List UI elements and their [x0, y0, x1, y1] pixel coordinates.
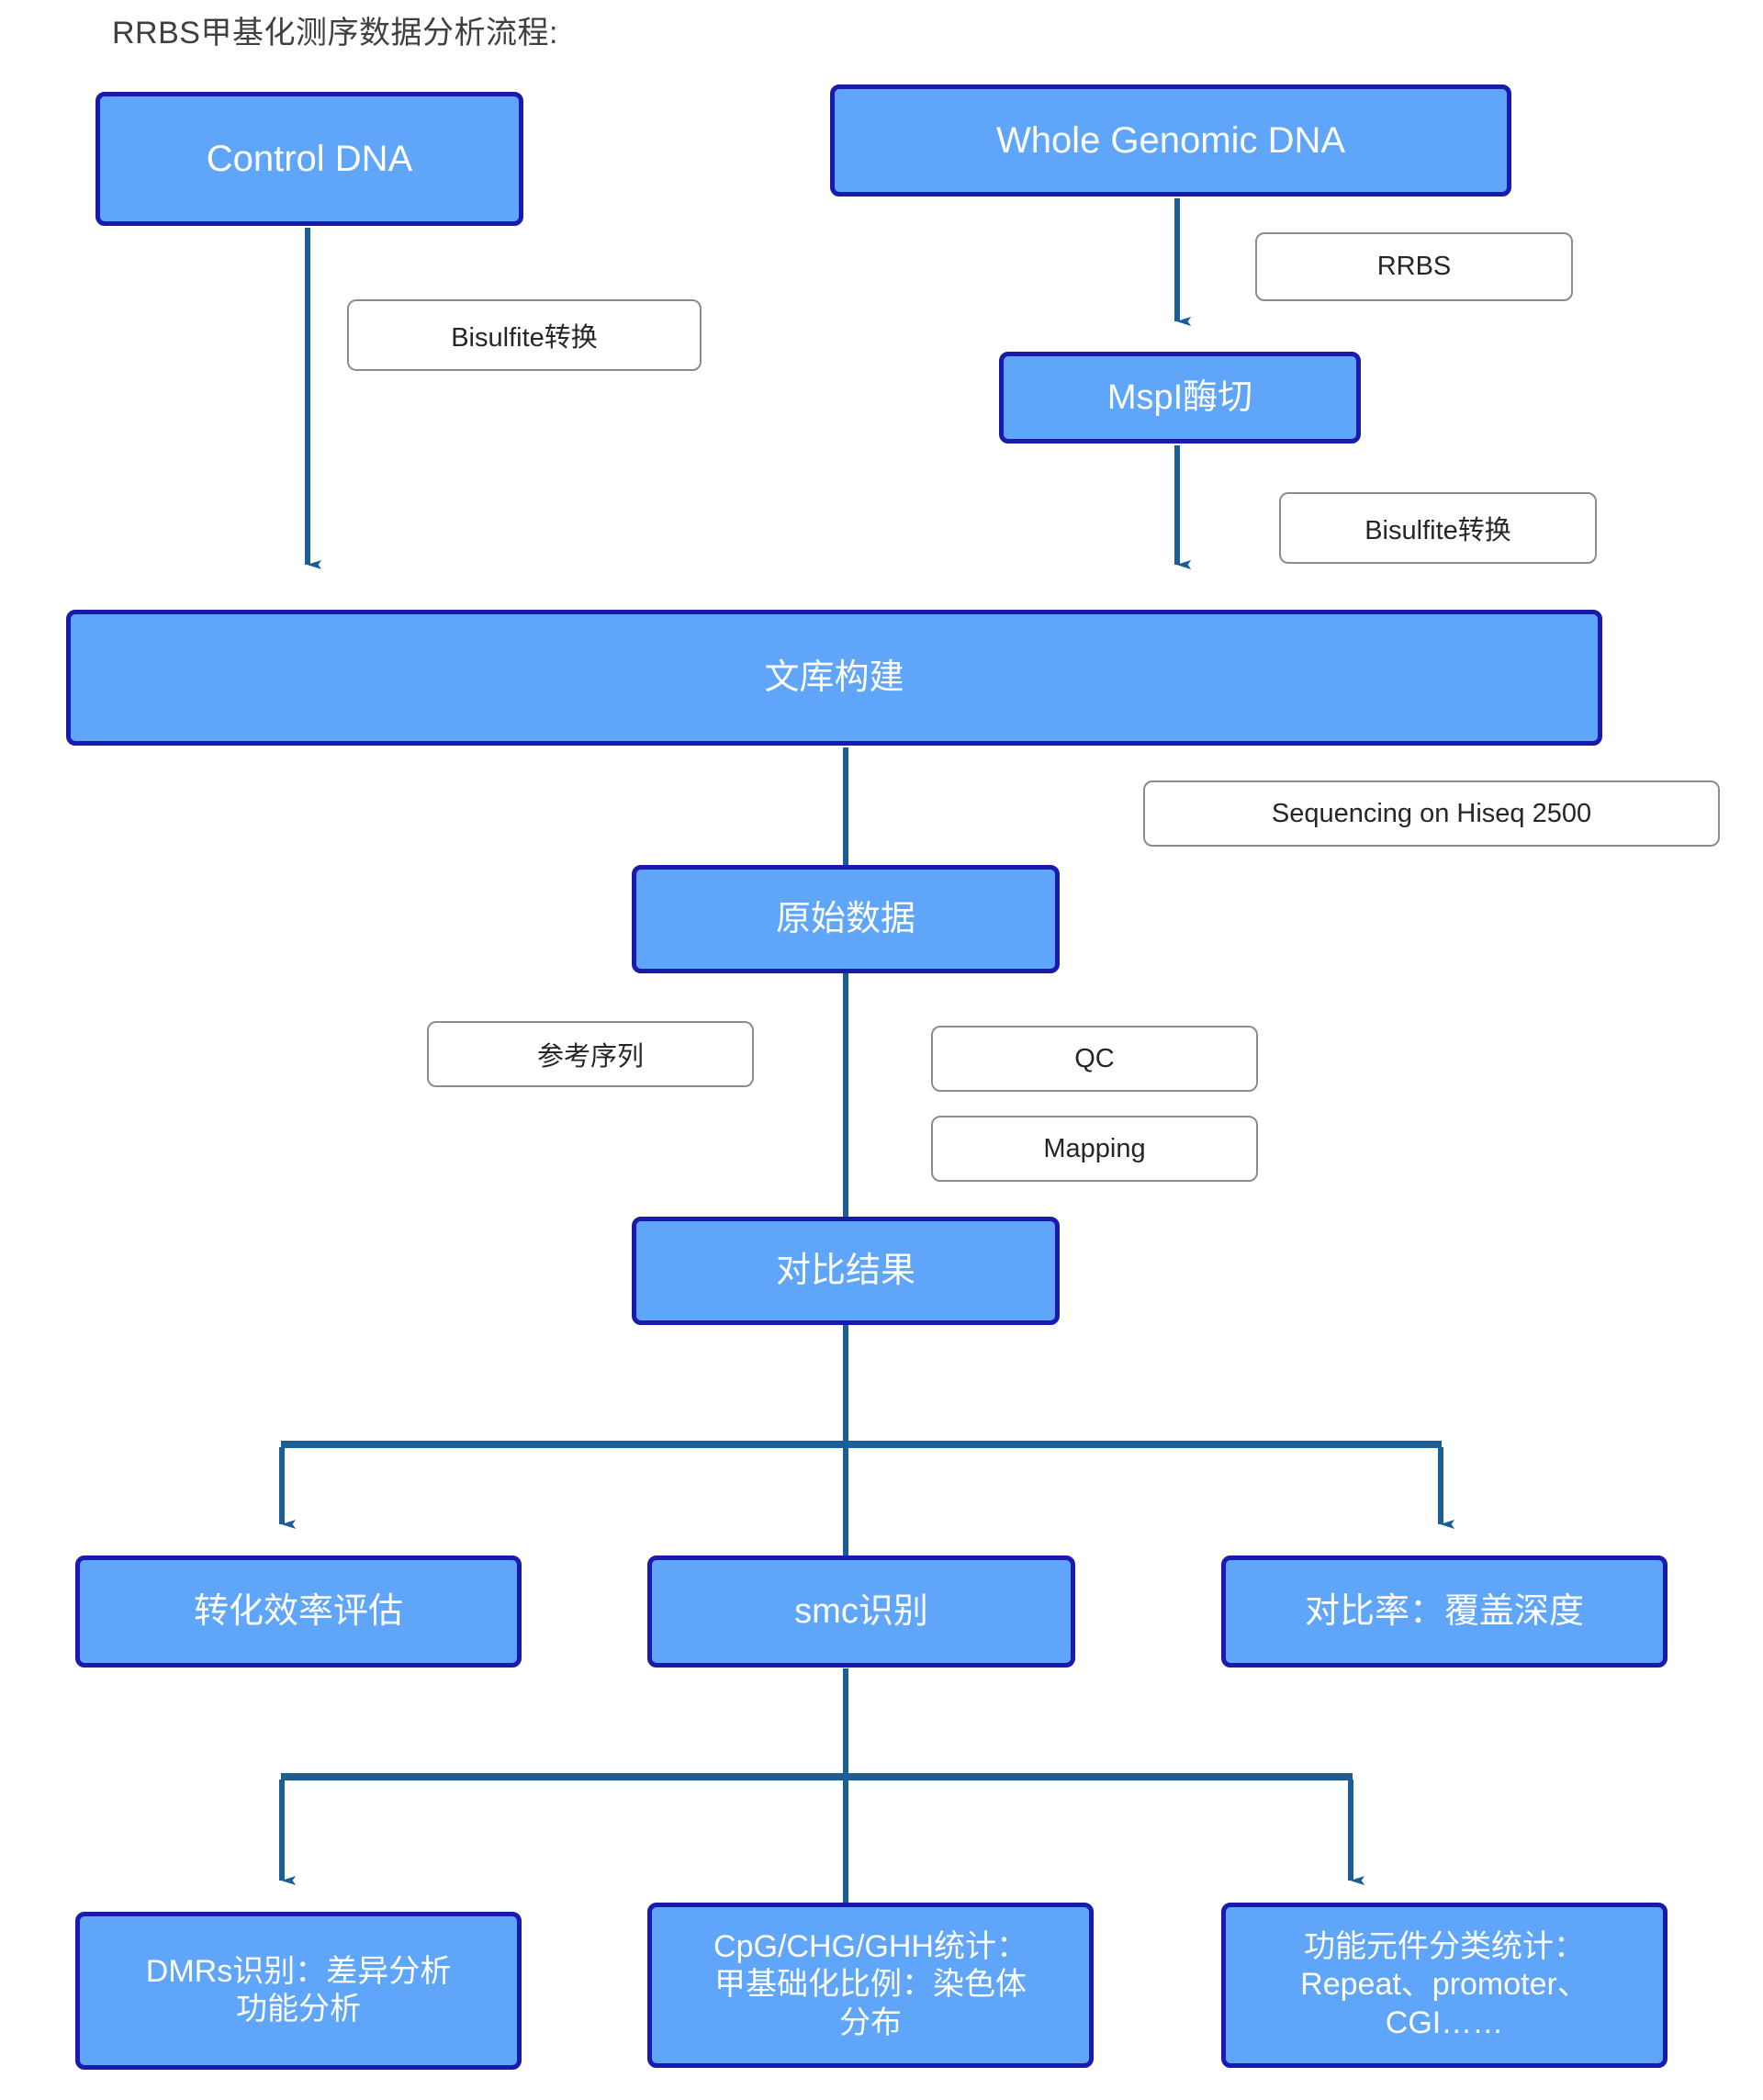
node-smc-identification[interactable]: smc识别 — [647, 1555, 1075, 1668]
label-qc: QC — [931, 1026, 1258, 1092]
node-raw-data[interactable]: 原始数据 — [632, 865, 1060, 973]
node-library-construction[interactable]: 文库构建 — [66, 610, 1602, 746]
label-text: Mapping — [1043, 1133, 1146, 1163]
label-text: Bisulfite转换 — [1364, 516, 1511, 545]
node-mapping-rate-depth[interactable]: 对比率：覆盖深度 — [1221, 1555, 1668, 1668]
node-label: 文库构建 — [764, 657, 904, 697]
label-reference-sequence: 参考序列 — [427, 1021, 754, 1087]
label-sequencing-hiseq: Sequencing on Hiseq 2500 — [1143, 780, 1720, 847]
node-label-line: CGI…… — [1385, 2005, 1504, 2040]
node-label-line: DMRs识别：差异分析 — [145, 1953, 452, 1989]
node-label-line: 功能元件分类统计： — [1304, 1928, 1585, 1964]
node-label: 原始数据 — [775, 899, 915, 938]
node-label: 对比率：覆盖深度 — [1304, 1591, 1584, 1631]
node-label-stack: 功能元件分类统计： Repeat、promoter、 CGI…… — [1300, 1928, 1589, 2042]
node-label-line: CpG/CHG/GHH统计： — [713, 1928, 1027, 1964]
node-cpg-chg-ghh-stats[interactable]: CpG/CHG/GHH统计： 甲基础化比例：染色体 分布 — [647, 1903, 1094, 2068]
label-rrbs: RRBS — [1255, 232, 1573, 301]
node-functional-element-stats[interactable]: 功能元件分类统计： Repeat、promoter、 CGI…… — [1221, 1903, 1668, 2068]
node-dmrs-identification[interactable]: DMRs识别：差异分析 功能分析 — [75, 1912, 522, 2070]
node-label: 转化效率评估 — [193, 1591, 403, 1631]
label-text: QC — [1074, 1043, 1115, 1073]
node-conversion-efficiency[interactable]: 转化效率评估 — [75, 1555, 522, 1668]
node-label: Control DNA — [206, 138, 413, 179]
label-bisulfite-conversion-left: Bisulfite转换 — [347, 299, 702, 371]
node-label-line: 功能分析 — [236, 1992, 361, 2027]
node-label: smc识别 — [794, 1591, 928, 1631]
label-text: 参考序列 — [536, 1042, 644, 1072]
node-label-line: 分布 — [838, 2005, 902, 2040]
label-bisulfite-conversion-right: Bisulfite转换 — [1279, 492, 1597, 564]
label-text: Bisulfite转换 — [451, 323, 598, 353]
label-mapping: Mapping — [931, 1116, 1258, 1182]
node-label-line: Repeat、promoter、 — [1300, 1967, 1589, 2003]
node-alignment-result[interactable]: 对比结果 — [632, 1217, 1060, 1325]
label-text: RRBS — [1376, 252, 1452, 281]
page-title: RRBS甲基化测序数据分析流程: — [112, 16, 558, 51]
node-control-dna[interactable]: Control DNA — [95, 92, 523, 226]
label-text: Sequencing on Hiseq 2500 — [1271, 798, 1592, 828]
node-label-stack: DMRs识别：差异分析 功能分析 — [146, 1953, 451, 2029]
node-label: 对比结果 — [775, 1251, 915, 1290]
node-label-line: 甲基础化比例：染色体 — [713, 1967, 1027, 2003]
node-whole-genomic-dna[interactable]: Whole Genomic DNA — [830, 84, 1511, 197]
node-label: MspI酶切 — [1106, 377, 1253, 417]
node-mspi-digestion[interactable]: MspI酶切 — [999, 352, 1361, 444]
node-label: Whole Genomic DNA — [995, 119, 1346, 161]
node-label-stack: CpG/CHG/GHH统计： 甲基础化比例：染色体 分布 — [713, 1928, 1027, 2042]
